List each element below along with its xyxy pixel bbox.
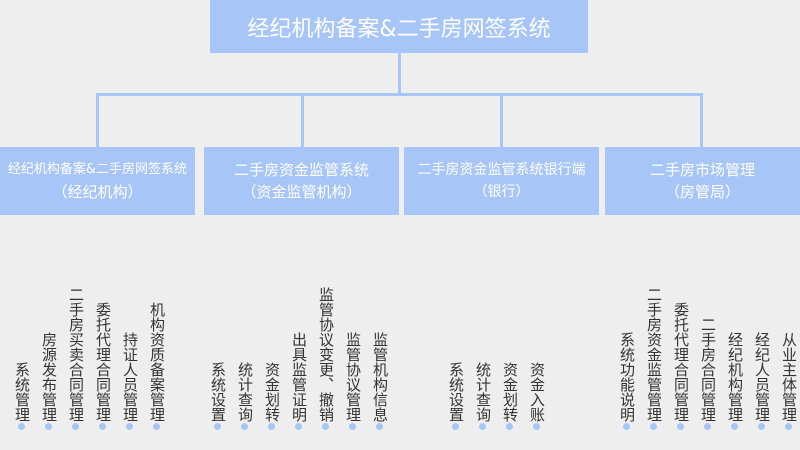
category-subtitle: （经纪机构） <box>52 183 143 201</box>
leaf-item: 系统设置 <box>209 362 227 422</box>
bullet-dot <box>758 423 765 430</box>
bullet-dot <box>214 423 221 430</box>
category-node-broker: 经纪机构备案&二手房网签系统 （经纪机构） <box>0 147 195 215</box>
leaf-item: 委托代理合同管理 <box>94 302 112 422</box>
bullet-dot <box>72 423 79 430</box>
leaf-item: 系统功能说明 <box>618 332 636 422</box>
leaf-item: 统计查询 <box>474 362 492 422</box>
leaf-item: 持证人员管理 <box>121 332 139 422</box>
root-connector <box>398 53 401 95</box>
leaf-item: 经纪机构管理 <box>726 332 744 422</box>
bullet-dot <box>99 423 106 430</box>
bullet-dot <box>479 423 486 430</box>
category-title: 经纪机构备案&二手房网签系统 <box>7 162 188 177</box>
branch-connector-3 <box>500 93 503 147</box>
leaf-item: 统计查询 <box>236 362 254 422</box>
leaf-item: 监管协议管理 <box>344 332 362 422</box>
category-subtitle: （房管局） <box>664 183 740 201</box>
bullet-dot <box>295 423 302 430</box>
leaf-item: 委托代理合同管理 <box>672 302 690 422</box>
category-node-fund-supervision: 二手房资金监管系统 （资金监管机构） <box>204 147 399 215</box>
bullet-dot <box>126 423 133 430</box>
leaf-item: 机构资质备案管理 <box>148 302 166 422</box>
leaf-item: 资金划转 <box>501 362 519 422</box>
branch-bar <box>97 93 702 96</box>
root-title: 经纪机构备案&二手房网签系统 <box>247 16 551 42</box>
category-title: 二手房资金监管系统 <box>233 161 369 179</box>
leaf-item: 二手房买卖合同管理 <box>67 287 85 422</box>
bullet-dot <box>533 423 540 430</box>
bullet-dot <box>45 423 52 430</box>
bullet-dot <box>18 423 25 430</box>
bullet-dot <box>322 423 329 430</box>
leaf-item: 二手房资金监管管理 <box>645 287 663 422</box>
leaf-item: 从业主体管理 <box>780 332 798 422</box>
category-subtitle: （资金监管机构） <box>241 183 362 201</box>
leaf-item: 监管协议变更、撤销 <box>317 287 335 422</box>
leaf-item: 二手房合同管理 <box>699 317 717 422</box>
leaf-item: 监管机构信息 <box>371 332 389 422</box>
category-node-bank: 二手房资金监管系统银行端 （银行） <box>404 147 599 215</box>
leaf-item: 出具监管证明 <box>290 332 308 422</box>
category-title: 二手房资金监管系统银行端 <box>417 162 586 178</box>
bullet-dot <box>268 423 275 430</box>
bullet-dot <box>677 423 684 430</box>
root-node: 经纪机构备案&二手房网签系统 <box>210 0 588 53</box>
leaf-item: 资金入账 <box>528 362 546 422</box>
leaf-item: 房源发布管理 <box>40 332 58 422</box>
bullet-dot <box>650 423 657 430</box>
bullet-dot <box>731 423 738 430</box>
leaf-item: 系统管理 <box>13 362 31 422</box>
category-title: 二手房市场管理 <box>649 161 755 179</box>
bullet-dot <box>704 423 711 430</box>
bullet-dot <box>241 423 248 430</box>
leaf-item: 经纪人员管理 <box>753 332 771 422</box>
bullet-dot <box>153 423 160 430</box>
category-node-housing-bureau: 二手房市场管理 （房管局） <box>605 147 800 215</box>
category-subtitle: （银行） <box>473 184 530 200</box>
branch-connector-1 <box>96 93 99 147</box>
bullet-dot <box>623 423 630 430</box>
bullet-dot <box>452 423 459 430</box>
branch-connector-2 <box>301 93 304 147</box>
bullet-dot <box>349 423 356 430</box>
bullet-dot <box>506 423 513 430</box>
leaf-item: 系统设置 <box>447 362 465 422</box>
bullet-dot <box>785 423 792 430</box>
branch-connector-4 <box>700 93 703 147</box>
bullet-dot <box>376 423 383 430</box>
leaf-item: 资金划转 <box>263 362 281 422</box>
